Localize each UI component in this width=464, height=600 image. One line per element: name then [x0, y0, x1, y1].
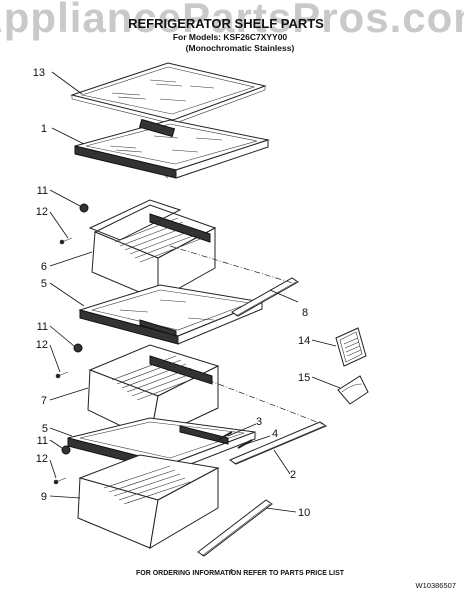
callout-6: 6: [41, 261, 47, 273]
part-15-scoop: [337, 375, 369, 405]
ordering-note: FOR ORDERING INFORMATION REFER TO PARTS …: [136, 570, 345, 577]
callout-12-a: 12: [36, 206, 48, 218]
part-5-crisper-cover-upper: [78, 284, 264, 345]
callout-1: 1: [41, 123, 47, 135]
part-2-slide-rail: [228, 421, 328, 465]
part-14-housing: [335, 327, 367, 367]
part-13-glass-shelf: [70, 62, 267, 125]
page-title: REFRIGERATOR SHELF PARTS: [128, 16, 324, 31]
leader-lines: [49, 71, 341, 513]
callout-2: 2: [290, 469, 296, 481]
callout-11-b: 11: [37, 321, 48, 333]
part-9-crisper-drawer: [77, 454, 220, 549]
callout-7: 7: [41, 395, 47, 407]
page-number: 4: [229, 567, 233, 576]
callout-5-a: 5: [41, 278, 47, 290]
alignment-line: [207, 379, 323, 425]
callout-9: 9: [41, 491, 47, 503]
document-number: W10386507: [416, 581, 456, 590]
part-1-shelf-assembly: [74, 118, 270, 179]
callout-11-c: 11: [37, 435, 48, 447]
finish-line: (Monochromatic Stainless): [186, 43, 295, 53]
callout-15: 15: [298, 372, 310, 384]
callout-13: 13: [33, 67, 45, 79]
callout-12-b: 12: [36, 339, 48, 351]
callout-3: 3: [256, 416, 262, 428]
hardware-parts: [53, 203, 253, 485]
callout-12-c: 12: [36, 453, 48, 465]
watermark-text: AppliancePartsPros.com: [0, 0, 464, 41]
callout-4: 4: [272, 428, 278, 440]
callout-8: 8: [302, 307, 308, 319]
part-6-crisper-drawer: [88, 199, 217, 301]
part-8-slide-rail: [231, 277, 299, 317]
callout-10: 10: [298, 507, 310, 519]
callout-14: 14: [298, 335, 310, 347]
models-line: For Models: KSF26C7XYY00: [173, 32, 288, 42]
callout-5-b: 5: [42, 423, 48, 435]
callout-11-a: 11: [37, 185, 48, 197]
part-10-slide-rail: [197, 499, 273, 557]
